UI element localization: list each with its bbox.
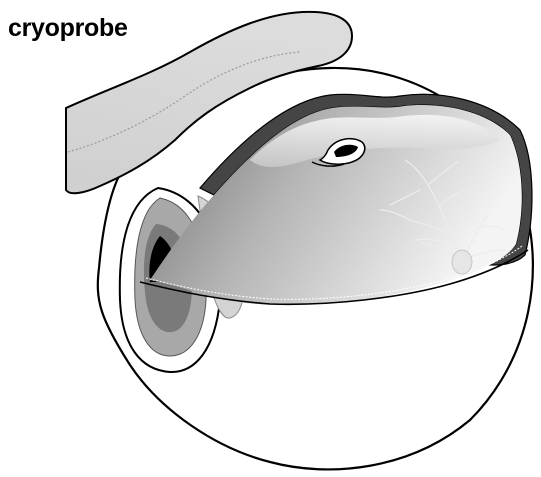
optic-disc-icon (452, 250, 472, 274)
